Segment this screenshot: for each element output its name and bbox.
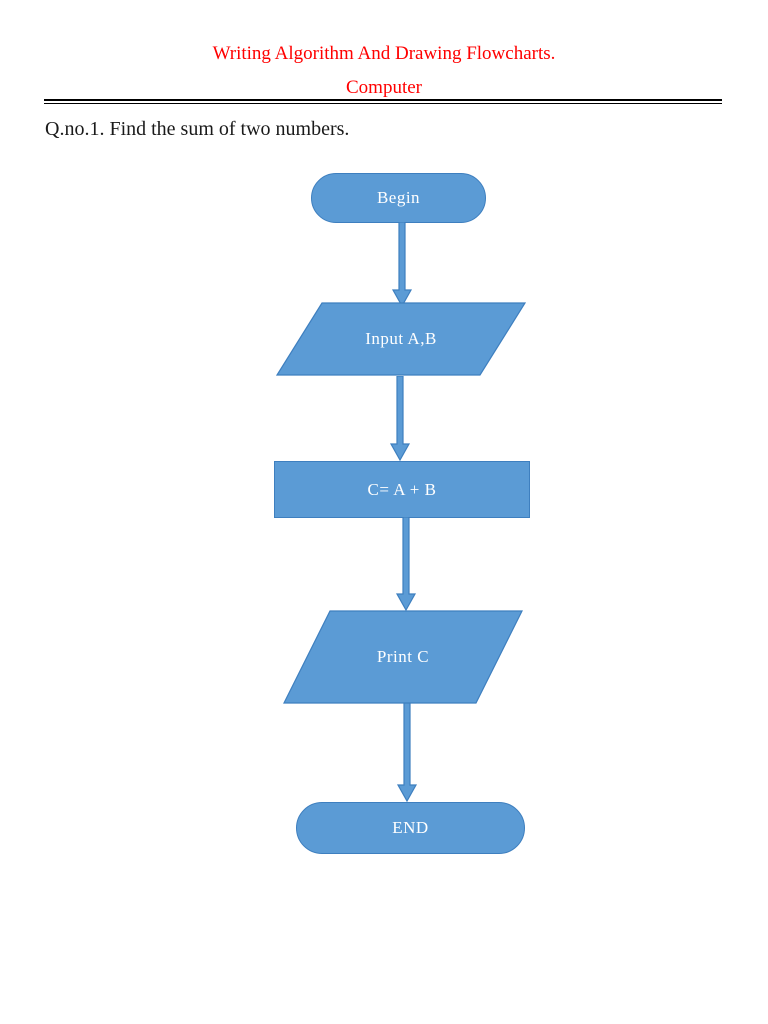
flow-node-begin[interactable]: Begin bbox=[311, 173, 486, 223]
document-subtitle: Computer bbox=[346, 77, 422, 98]
document-title: Writing Algorithm And Drawing Flowcharts… bbox=[212, 43, 556, 64]
flow-node-sum-label: C= A + B bbox=[367, 479, 437, 499]
flow-connector-sum-print bbox=[394, 517, 418, 612]
flow-node-begin-label: Begin bbox=[376, 188, 421, 207]
divider-line-thick bbox=[44, 99, 722, 101]
flow-connector-print-end bbox=[395, 703, 419, 803]
flow-node-sum[interactable]: C= A + B bbox=[274, 461, 530, 518]
divider-line-thin bbox=[44, 103, 722, 104]
flow-connector-begin-input bbox=[390, 222, 414, 308]
question-text: Q.no.1. Find the sum of two numbers. bbox=[45, 118, 350, 140]
flow-node-end-label: END bbox=[392, 818, 429, 837]
flow-node-end[interactable]: END bbox=[296, 802, 525, 854]
flow-connector-input-sum bbox=[388, 376, 412, 462]
flow-node-input[interactable]: Input A,B bbox=[276, 302, 526, 376]
flow-node-print[interactable]: Print C bbox=[283, 610, 523, 704]
header-divider bbox=[44, 99, 722, 104]
